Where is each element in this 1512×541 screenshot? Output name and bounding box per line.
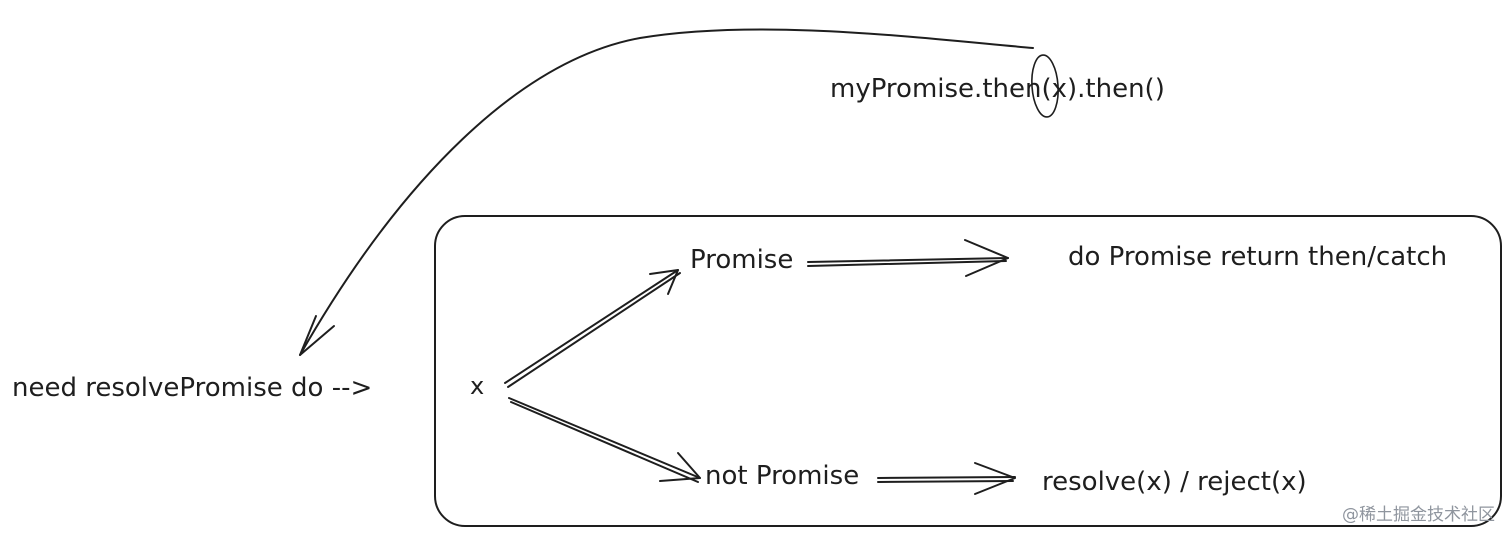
curved-arrowhead [299, 315, 335, 356]
highlight-ellipse [1031, 54, 1059, 118]
branch-container [434, 215, 1502, 527]
watermark-text: @稀土掘金技术社区 [1342, 505, 1495, 525]
arrow-promise-result-head [964, 239, 1009, 277]
arrow-not-promise-result [877, 476, 1016, 483]
arrow-to-promise-head [649, 269, 679, 295]
arrow-not-promise-result-head [974, 462, 1016, 495]
curved-arrow [299, 28, 1034, 356]
result-not-promise-label: resolve(x) / reject(x) [1042, 467, 1307, 497]
input-var-label: x [470, 372, 484, 400]
branch-not-promise-label: not Promise [705, 461, 859, 491]
code-call-text: myPromise.then(x).then() [830, 74, 1165, 104]
arrow-promise-result [807, 257, 1009, 267]
arrow-to-promise [504, 269, 681, 388]
need-resolve-label: need resolvePromise do --> [12, 373, 372, 403]
arrow-to-not-promise [508, 397, 701, 483]
result-promise-label: do Promise return then/catch [1068, 242, 1447, 272]
branch-promise-label: Promise [690, 245, 793, 275]
arrow-to-not-promise-head [659, 452, 701, 482]
